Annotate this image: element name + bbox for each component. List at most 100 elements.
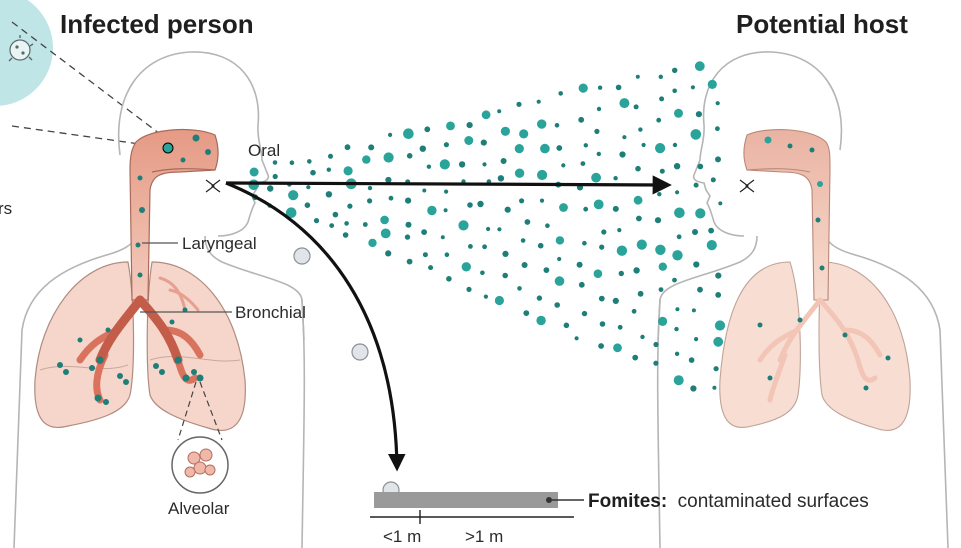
aerosol-droplet	[343, 232, 349, 238]
aerosol-droplet	[697, 164, 703, 170]
aerosol-droplet	[693, 261, 699, 267]
aerosol-droplet	[344, 221, 349, 226]
aerosol-droplet	[632, 309, 637, 314]
aerosol-droplet	[444, 190, 448, 194]
aerosol-droplet	[407, 259, 413, 265]
aerosol-droplet	[599, 296, 605, 302]
aerosol-droplet	[692, 308, 696, 312]
aerosol-droplet	[554, 302, 560, 308]
fomites-label-bold: Fomites:	[588, 491, 667, 512]
aerosol-droplet	[363, 222, 368, 227]
alveolar-label: Alveolar	[168, 499, 230, 518]
aerosol-droplet	[653, 342, 658, 347]
aerosol-droplet	[467, 122, 473, 128]
aerosol-droplet	[672, 250, 682, 260]
aerosol-droplet	[481, 140, 487, 146]
aerosol-droplet	[613, 176, 617, 180]
aerosol-droplet	[444, 142, 449, 147]
aerosol-droplet	[248, 180, 259, 191]
aerosol-droplet	[578, 117, 584, 123]
aerosol-droplet	[692, 229, 698, 235]
aerosol-droplet	[424, 126, 430, 132]
aerosol-droplet	[642, 143, 646, 147]
aerosol-droplet	[714, 366, 719, 371]
aerosol-droplet	[657, 192, 661, 196]
aerosol-droplet	[329, 223, 334, 228]
aerosol-droplet	[637, 240, 647, 250]
aerosol-droplet	[613, 298, 619, 304]
aerosol-droplet	[715, 126, 720, 131]
aerosol-droplet	[597, 107, 601, 111]
aerosol-droplet	[556, 145, 562, 151]
aerosol-droplet	[636, 216, 642, 222]
aerosol-droplet	[653, 361, 658, 366]
aerosol-droplet	[691, 129, 702, 140]
aerosol-droplet	[575, 336, 579, 340]
aerosol-droplet	[273, 174, 278, 179]
aerosol-droplet	[517, 286, 522, 291]
aerosol-droplet	[466, 287, 471, 292]
aerosol-droplet	[708, 228, 714, 234]
aerosol-droplet	[486, 227, 490, 231]
aerosol-droplet	[482, 244, 487, 249]
aerosol-droplet	[672, 278, 677, 283]
aerosol-droplet	[306, 185, 310, 189]
aerosol-droplet	[328, 154, 333, 159]
fomites-label: Fomites: contaminated surfaces	[588, 491, 869, 512]
aerosol-droplet	[537, 119, 546, 128]
aerosol-droplet	[501, 127, 510, 136]
aerosol-droplet	[333, 212, 339, 218]
surface-dot	[546, 497, 552, 503]
aerosol-droplet	[540, 144, 550, 154]
aerosol-droplet	[403, 128, 414, 139]
aerosol-droplet	[405, 234, 410, 239]
aerosol-droplet	[673, 143, 677, 147]
aerosol-droplet	[420, 146, 426, 152]
aerosol-droplet	[537, 100, 541, 104]
aerosol-droplet	[660, 169, 665, 174]
aerosol-droplet	[635, 166, 641, 172]
aerosol-droplet	[582, 241, 587, 246]
aerosol-droplet	[380, 216, 389, 225]
aerosol-droplet	[659, 263, 667, 271]
aerosol-droplet	[515, 144, 524, 153]
aerosol-droplet	[561, 163, 565, 167]
aerosol-droplet	[522, 262, 528, 268]
aerosol-droplet	[556, 236, 564, 244]
aerosol-droplet	[545, 223, 550, 228]
aerosol-droplet	[367, 198, 372, 203]
aerosol-droplet	[444, 208, 448, 212]
aerosol-droplet	[495, 296, 504, 305]
aerosol-droplet	[655, 143, 665, 153]
aerosol-droplet	[591, 173, 601, 183]
aerosol-droplet	[250, 168, 259, 177]
aerosol-droplet	[634, 104, 639, 109]
contaminated-surface	[374, 492, 558, 508]
aerosol-droplet	[655, 245, 665, 255]
aerosol-droplet	[427, 206, 436, 215]
aerosol-droplet	[672, 89, 677, 94]
aerosol-droplet	[305, 202, 311, 208]
distance-near-label: <1 m	[383, 527, 421, 546]
aerosol-droplet	[622, 135, 626, 139]
aerosol-droplet	[636, 75, 640, 79]
aerosol-droplet	[467, 202, 473, 208]
aerosol-droplet	[582, 311, 587, 316]
aerosol-droplet	[674, 163, 680, 169]
aerosol-droplet	[326, 191, 332, 197]
aerosol-droplet	[579, 84, 588, 93]
aerosol-droplet	[345, 144, 351, 150]
aerosol-droplet	[674, 327, 678, 331]
aerosol-droplet	[708, 80, 717, 89]
aerosol-droplet	[519, 129, 528, 138]
aerosol-droplet	[655, 217, 661, 223]
aerosol-droplet	[497, 109, 501, 113]
aerosol-droplet	[446, 122, 455, 131]
aerosol-droplet	[314, 218, 319, 223]
aerosol-droplet	[619, 98, 629, 108]
aerosol-droplet	[584, 143, 588, 147]
aerosol-droplet	[674, 208, 685, 219]
aerosol-droplet	[307, 159, 312, 164]
aerosol-droplet	[694, 337, 698, 341]
aerosol-droplet	[498, 175, 504, 181]
